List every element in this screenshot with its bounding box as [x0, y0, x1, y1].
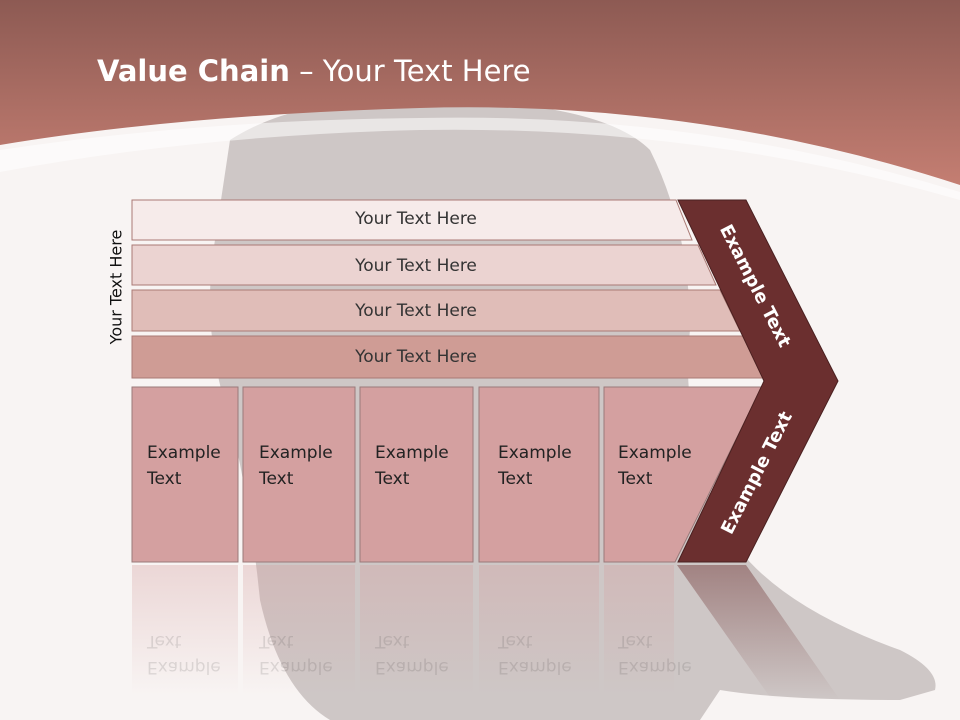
box-text-3-reflection: Example Text	[375, 631, 449, 677]
box-text-5-reflection: Example Text	[618, 631, 692, 677]
box-3-line2: Text	[375, 469, 410, 489]
title-bold: Value Chain	[97, 54, 290, 88]
header-curve-highlight	[0, 117, 960, 200]
box-text-1-reflection: Example Text	[147, 631, 221, 677]
header-band	[0, 0, 960, 185]
bar-label-2: Your Text Here	[355, 256, 477, 276]
box-text-2: Example Text	[259, 440, 333, 492]
box-1-line2: Text	[147, 469, 182, 489]
box-text-4-reflection: Example Text	[498, 631, 572, 677]
box-shape-5	[603, 386, 763, 563]
side-label: Your Text Here	[106, 229, 126, 345]
box-text-2-reflection: Example Text	[259, 631, 333, 677]
box-2-line1: Example	[259, 443, 333, 463]
box-text-1: Example Text	[147, 440, 221, 492]
bar-shape-2	[131, 244, 717, 286]
title-rest: – Your Text Here	[289, 54, 531, 88]
box-1-line1: Example	[147, 443, 221, 463]
box-shape-4	[478, 386, 600, 563]
bar-label-4: Your Text Here	[355, 347, 477, 367]
box-text-3: Example Text	[375, 440, 449, 492]
chevron-arrow	[677, 199, 839, 563]
box-4-line2: Text	[498, 469, 533, 489]
box-2-line2: Text	[259, 469, 294, 489]
boxes-reflection	[132, 565, 840, 700]
bar-label-1: Your Text Here	[355, 209, 477, 229]
box-text-5: Example Text	[618, 440, 692, 492]
box-shape-3	[359, 386, 474, 563]
box-text-4: Example Text	[498, 440, 572, 492]
bar-label-3: Your Text Here	[355, 301, 477, 321]
box-3-line1: Example	[375, 443, 449, 463]
box-5-line2: Text	[618, 469, 653, 489]
box-shape-2	[242, 386, 356, 563]
box-shape-1	[131, 386, 239, 563]
bar-shape-1	[131, 199, 693, 241]
box-4-line1: Example	[498, 443, 572, 463]
box-5-line1: Example	[618, 443, 692, 463]
slide-title: Value Chain – Your Text Here	[97, 54, 531, 88]
